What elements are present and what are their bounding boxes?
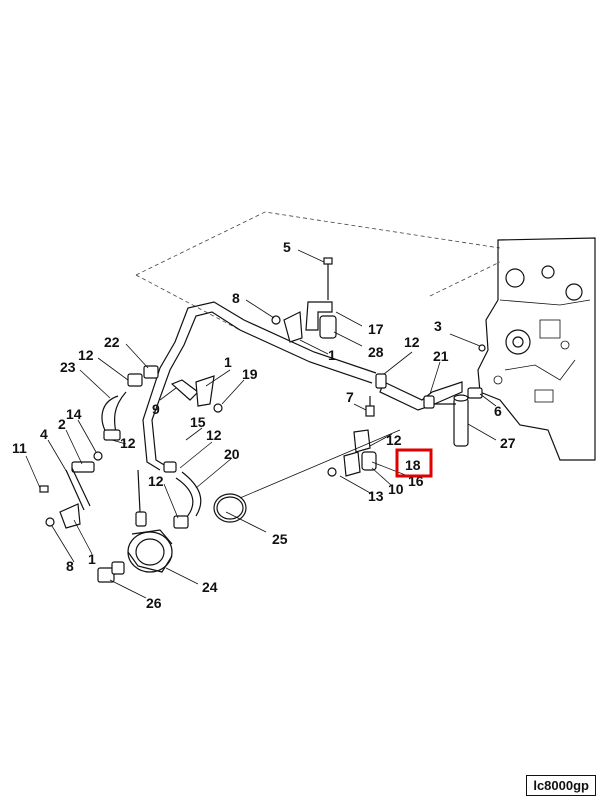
reference-code-label: lc8000gp	[526, 775, 596, 796]
fitting-part-6	[467, 344, 486, 399]
callout-12-lower-right: 12	[386, 432, 402, 448]
engine-block	[477, 237, 596, 461]
callout-1-middle: 1	[224, 354, 232, 370]
clamp-near-21	[375, 373, 435, 409]
pipe-part-27	[432, 394, 469, 447]
callout-1-lower: 1	[88, 551, 96, 567]
callout-24: 24	[202, 579, 218, 595]
pipe-part-1	[142, 301, 377, 471]
callout-12-center: 12	[206, 427, 222, 443]
callout-12-right-upper: 12	[404, 334, 420, 350]
o-ring-part-25	[213, 493, 247, 523]
callout-9: 9	[152, 401, 160, 417]
callout-17: 17	[368, 321, 384, 337]
callout-18: 18	[405, 457, 421, 473]
callout-26: 26	[146, 595, 162, 611]
callout-12-left-middle: 12	[120, 435, 136, 451]
callout-8: 8	[232, 290, 240, 306]
dashed-reference-frame	[135, 211, 501, 331]
hose-part-20	[163, 461, 202, 529]
callout-25: 25	[272, 531, 288, 547]
callout-23: 23	[60, 359, 76, 375]
leader-lines	[25, 249, 497, 599]
callout-2: 2	[58, 416, 66, 432]
callout-4: 4	[40, 426, 48, 442]
callout-28: 28	[368, 344, 384, 360]
pipe-part-21	[379, 381, 463, 411]
hose-part-23	[101, 365, 159, 441]
elbow-part-9	[170, 375, 223, 413]
clip-assembly-18	[327, 396, 377, 477]
callout-12-upper-left: 12	[78, 347, 94, 363]
callout-11: 11	[12, 440, 27, 456]
callout-15: 15	[190, 414, 206, 430]
bracket-assembly-left	[39, 451, 103, 529]
callout-21: 21	[433, 348, 449, 364]
callout-3: 3	[434, 318, 442, 334]
callout-labels: 5 8 17 28 1 3 22 12 23 1 19 12 21 9 7 6 …	[12, 239, 516, 611]
callout-20: 20	[224, 446, 240, 462]
bolt-part-26	[97, 561, 125, 583]
callout-14: 14	[66, 406, 82, 422]
callout-12-lower-left: 12	[148, 473, 164, 489]
callout-5: 5	[283, 239, 291, 255]
callout-7: 7	[346, 389, 354, 405]
callout-1: 1	[328, 347, 336, 363]
callout-19: 19	[242, 366, 258, 382]
highlight-box-18	[395, 448, 433, 478]
callout-8-lower: 8	[66, 558, 74, 574]
callout-10: 10	[388, 481, 404, 497]
callout-22: 22	[104, 334, 120, 350]
oil-cooler-part-24	[127, 469, 173, 573]
callout-6: 6	[494, 403, 502, 419]
callout-27: 27	[500, 435, 516, 451]
bracket-assembly-17	[271, 257, 337, 343]
callout-13: 13	[368, 488, 384, 504]
